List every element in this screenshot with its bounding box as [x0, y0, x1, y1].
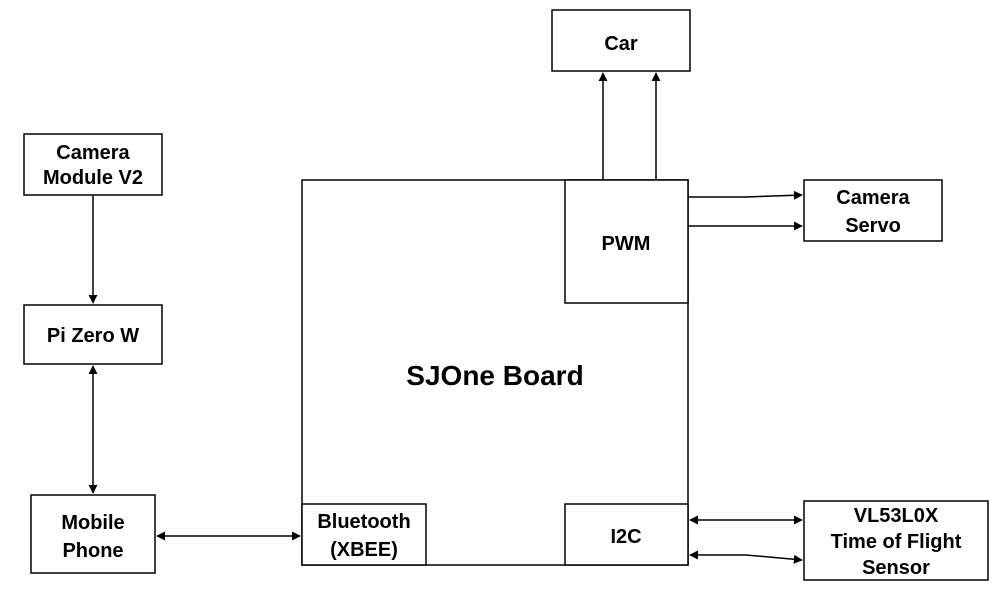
mobile-phone-box [30, 494, 156, 574]
camera-module-label-line1: Camera [56, 142, 130, 164]
pi-zero-box [23, 304, 163, 365]
camera-servo-box [803, 179, 943, 242]
edge-i2c-sensor-2 [689, 550, 803, 564]
i2c-label: I2C [610, 526, 641, 548]
mobile-phone-label-line1: Mobile [61, 512, 124, 534]
pwm-label: PWM [602, 233, 651, 255]
car-box [551, 9, 691, 72]
camera-module-box [23, 133, 163, 196]
bluetooth-label-line2: (XBEE) [330, 539, 398, 561]
vl53l0x-label-line3: Sensor [862, 557, 930, 579]
camera-servo-label-line1: Camera [836, 187, 910, 209]
bluetooth-box [301, 503, 427, 566]
car-label: Car [604, 33, 638, 55]
vl53l0x-label-line1: VL53L0X [854, 505, 939, 527]
pi-zero-label: Pi Zero W [47, 325, 139, 347]
edge-pwm-to-servo-1 [688, 190, 803, 200]
camera-servo-label-line2: Servo [845, 215, 901, 237]
pwm-box [564, 179, 689, 304]
vl53l0x-label-line2: Time of Flight [831, 531, 962, 553]
bluetooth-label-line1: Bluetooth [317, 511, 410, 533]
vl53l0x-box [803, 500, 989, 581]
mobile-phone-label-line2: Phone [62, 540, 123, 562]
sjone-board-label: SJOne Board [406, 360, 583, 391]
camera-module-label-line2: Module V2 [43, 167, 143, 189]
i2c-box [564, 503, 689, 566]
